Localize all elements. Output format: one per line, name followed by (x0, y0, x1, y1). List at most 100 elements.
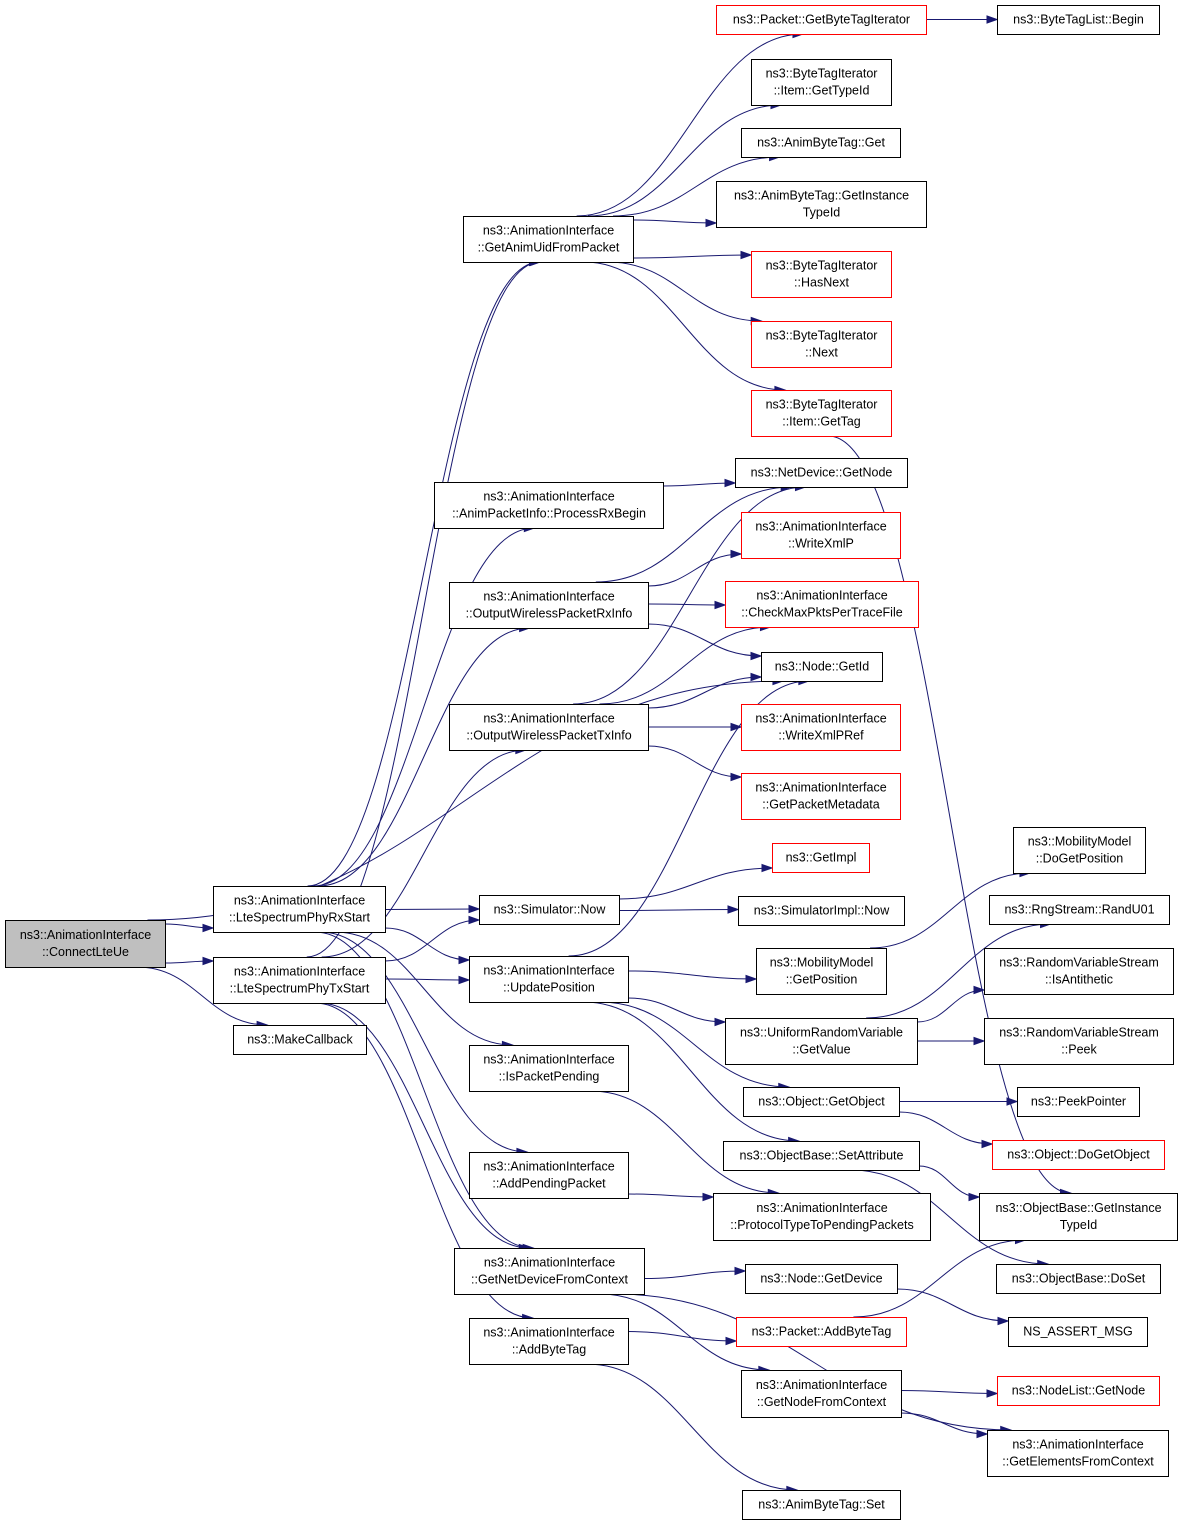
node-abtGet[interactable]: ns3::AnimByteTag::Get (741, 128, 901, 158)
node-btiNext[interactable]: ns3::ByteTagIterator::Next (751, 321, 892, 368)
node-lteTx[interactable]: ns3::AnimationInterface::LteSpectrumPhyT… (213, 957, 386, 1004)
node-nodeListGetNode[interactable]: ns3::NodeList::GetNode (997, 1376, 1160, 1406)
node-getNodeFromCtx[interactable]: ns3::AnimationInterface::GetNodeFromCont… (741, 1370, 902, 1418)
node-box-connectLteUe[interactable] (5, 920, 166, 968)
node-addPending[interactable]: ns3::AnimationInterface::AddPendingPacke… (469, 1152, 629, 1199)
node-btiGetTypeId[interactable]: ns3::ByteTagIterator::Item::GetTypeId (751, 59, 892, 106)
node-box-btiGetTag[interactable] (751, 390, 892, 437)
node-rvsIsAnti[interactable]: ns3::RandomVariableStream::IsAntithetic (984, 948, 1174, 995)
node-box-btiHasNext[interactable] (751, 251, 892, 298)
node-isPending[interactable]: ns3::AnimationInterface::IsPacketPending (469, 1045, 629, 1092)
node-writeXmlPRef[interactable]: ns3::AnimationInterface::WriteXmlPRef (741, 704, 901, 751)
node-objBaseDoSet[interactable]: ns3::ObjectBase::DoSet (996, 1264, 1161, 1294)
node-processRxBegin[interactable]: ns3::AnimationInterface::AnimPacketInfo:… (434, 482, 664, 529)
node-outRx[interactable]: ns3::AnimationInterface::OutputWirelessP… (449, 582, 649, 629)
node-box-abtGet[interactable] (741, 128, 901, 158)
node-box-objBaseGetInst[interactable] (979, 1193, 1178, 1241)
node-box-nodeGetDevice[interactable] (745, 1264, 898, 1294)
node-box-processRxBegin[interactable] (434, 482, 664, 529)
node-box-objDoGetObject[interactable] (992, 1140, 1165, 1170)
node-lteRx[interactable]: ns3::AnimationInterface::LteSpectrumPhyR… (213, 886, 386, 933)
node-box-peekPointer[interactable] (1017, 1087, 1140, 1117)
node-box-abtGetInst[interactable] (716, 181, 927, 228)
node-getPktMeta[interactable]: ns3::AnimationInterface::GetPacketMetada… (741, 773, 901, 820)
node-box-getAnimUid[interactable] (463, 216, 634, 263)
node-box-btlBegin[interactable] (997, 5, 1160, 35)
node-box-lteRx[interactable] (213, 886, 386, 933)
node-getNetDev[interactable]: ns3::AnimationInterface::GetNetDeviceFro… (454, 1248, 645, 1295)
node-getImpl[interactable]: ns3::GetImpl (772, 843, 870, 873)
node-box-nsAssertMsg[interactable] (1008, 1317, 1148, 1347)
node-box-getPktMeta[interactable] (741, 773, 901, 820)
node-box-makeCallback[interactable] (233, 1025, 367, 1055)
node-box-isPending[interactable] (469, 1045, 629, 1092)
node-box-btiNext[interactable] (751, 321, 892, 368)
node-box-updatePos[interactable] (469, 956, 629, 1003)
node-nsAssertMsg[interactable]: NS_ASSERT_MSG (1008, 1317, 1148, 1347)
node-objGetObject[interactable]: ns3::Object::GetObject (743, 1087, 900, 1117)
node-box-lteTx[interactable] (213, 957, 386, 1004)
node-getElemFromCtx[interactable]: ns3::AnimationInterface::GetElementsFrom… (987, 1430, 1169, 1477)
node-writeXmlP[interactable]: ns3::AnimationInterface::WriteXmlP (741, 512, 901, 559)
node-box-nodeListGetNode[interactable] (997, 1376, 1160, 1406)
node-pktGetBTI[interactable]: ns3::Packet::GetByteTagIterator (716, 5, 927, 35)
node-box-nodeGetId[interactable] (761, 652, 883, 682)
node-simNow[interactable]: ns3::Simulator::Now (479, 895, 620, 925)
node-mobGetPos[interactable]: ns3::MobilityModel::GetPosition (756, 948, 887, 995)
node-box-outRx[interactable] (449, 582, 649, 629)
node-box-mobDoGetPos[interactable] (1013, 827, 1146, 874)
node-box-btiGetTypeId[interactable] (751, 59, 892, 106)
node-box-getImpl[interactable] (772, 843, 870, 873)
node-updatePos[interactable]: ns3::AnimationInterface::UpdatePosition (469, 956, 629, 1003)
node-abtSet[interactable]: ns3::AnimByteTag::Set (742, 1490, 901, 1520)
node-mobDoGetPos[interactable]: ns3::MobilityModel::DoGetPosition (1013, 827, 1146, 874)
node-connectLteUe[interactable]: ns3::AnimationInterface::ConnectLteUe (5, 920, 166, 968)
node-box-getElemFromCtx[interactable] (987, 1430, 1169, 1477)
node-box-rngRandU01[interactable] (989, 895, 1170, 925)
node-rngRandU01[interactable]: ns3::RngStream::RandU01 (989, 895, 1170, 925)
node-box-addByteTagAI[interactable] (469, 1318, 629, 1365)
node-getAnimUid[interactable]: ns3::AnimationInterface::GetAnimUidFromP… (463, 216, 634, 263)
node-nodeGetId[interactable]: ns3::Node::GetId (761, 652, 883, 682)
node-box-netDevGetNode[interactable] (735, 458, 908, 488)
node-box-pktAddByteTag[interactable] (736, 1317, 907, 1347)
node-rvsPeek[interactable]: ns3::RandomVariableStream::Peek (984, 1018, 1174, 1065)
node-box-objGetObject[interactable] (743, 1087, 900, 1117)
node-box-pktGetBTI[interactable] (716, 5, 927, 35)
node-nodeGetDevice[interactable]: ns3::Node::GetDevice (745, 1264, 898, 1294)
node-box-simImplNow[interactable] (738, 896, 905, 926)
node-box-getNetDev[interactable] (454, 1248, 645, 1295)
node-objBaseSetAttr[interactable]: ns3::ObjectBase::SetAttribute (723, 1141, 920, 1171)
node-box-abtSet[interactable] (742, 1490, 901, 1520)
node-box-rvsPeek[interactable] (984, 1018, 1174, 1065)
node-box-protoType[interactable] (713, 1193, 931, 1241)
node-pktAddByteTag[interactable]: ns3::Packet::AddByteTag (736, 1317, 907, 1347)
node-btiGetTag[interactable]: ns3::ByteTagIterator::Item::GetTag (751, 390, 892, 437)
node-protoType[interactable]: ns3::AnimationInterface::ProtocolTypeToP… (713, 1193, 931, 1241)
node-objDoGetObject[interactable]: ns3::Object::DoGetObject (992, 1140, 1165, 1170)
node-btiHasNext[interactable]: ns3::ByteTagIterator::HasNext (751, 251, 892, 298)
node-checkMax[interactable]: ns3::AnimationInterface::CheckMaxPktsPer… (725, 581, 919, 628)
node-box-rvsIsAnti[interactable] (984, 948, 1174, 995)
node-outTx[interactable]: ns3::AnimationInterface::OutputWirelessP… (449, 704, 649, 751)
node-box-simNow[interactable] (479, 895, 620, 925)
node-box-outTx[interactable] (449, 704, 649, 751)
node-box-objBaseDoSet[interactable] (996, 1264, 1161, 1294)
node-box-addPending[interactable] (469, 1152, 629, 1199)
node-box-mobGetPos[interactable] (756, 948, 887, 995)
node-btlBegin[interactable]: ns3::ByteTagList::Begin (997, 5, 1160, 35)
node-box-checkMax[interactable] (725, 581, 919, 628)
node-addByteTagAI[interactable]: ns3::AnimationInterface::AddByteTag (469, 1318, 629, 1365)
node-box-objBaseSetAttr[interactable] (723, 1141, 920, 1171)
node-uniGetValue[interactable]: ns3::UniformRandomVariable::GetValue (725, 1018, 918, 1065)
node-netDevGetNode[interactable]: ns3::NetDevice::GetNode (735, 458, 908, 488)
node-box-writeXmlP[interactable] (741, 512, 901, 559)
node-box-uniGetValue[interactable] (725, 1018, 918, 1065)
node-makeCallback[interactable]: ns3::MakeCallback (233, 1025, 367, 1055)
node-box-getNodeFromCtx[interactable] (741, 1370, 902, 1418)
node-simImplNow[interactable]: ns3::SimulatorImpl::Now (738, 896, 905, 926)
node-peekPointer[interactable]: ns3::PeekPointer (1017, 1087, 1140, 1117)
node-box-writeXmlPRef[interactable] (741, 704, 901, 751)
